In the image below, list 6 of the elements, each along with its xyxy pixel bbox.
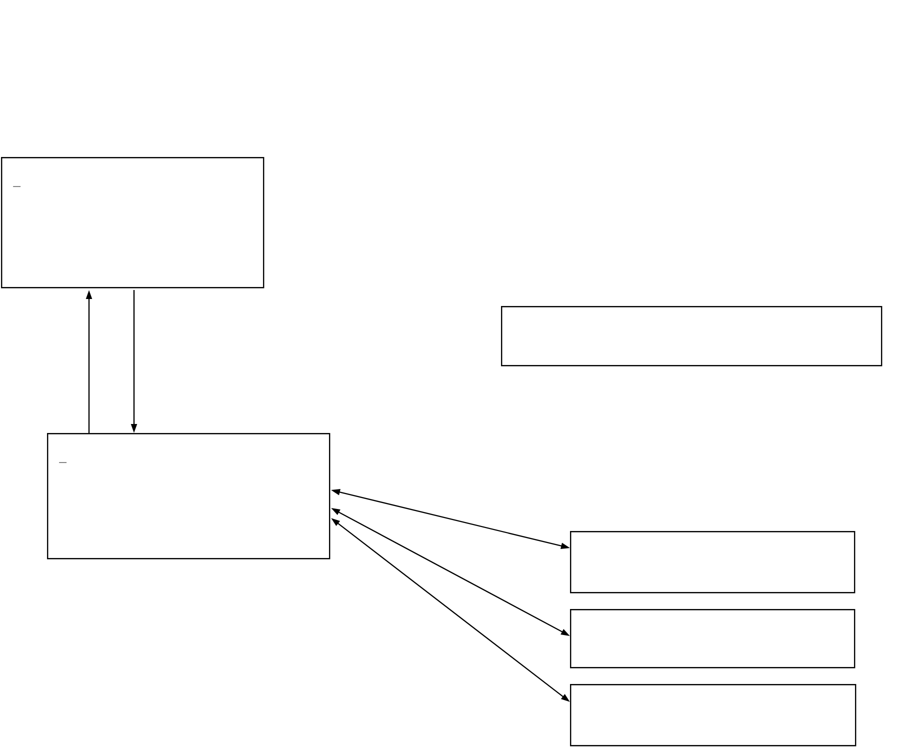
empty-box [570, 531, 856, 594]
text-box: _ [47, 433, 330, 560]
empty-box [570, 684, 856, 746]
empty-box [501, 306, 882, 366]
empty-box [570, 609, 856, 668]
text-box: _ [1, 157, 264, 288]
